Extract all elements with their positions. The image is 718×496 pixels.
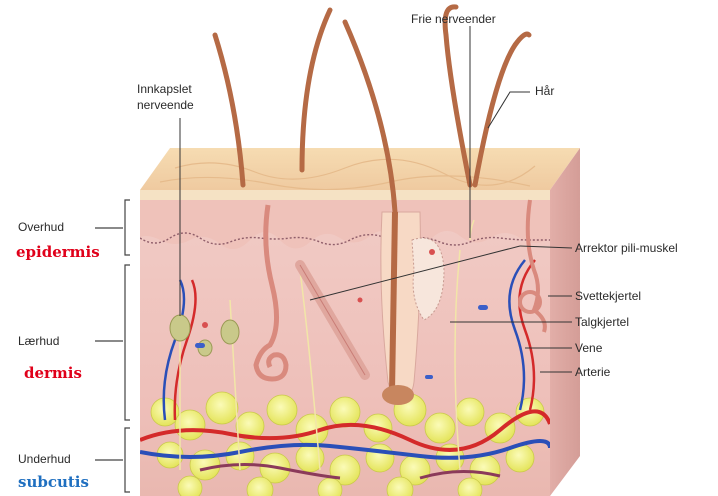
label-sebaceous-gland: Talgkjertel — [575, 315, 629, 329]
skin-surface — [140, 148, 580, 190]
layer-brackets — [95, 200, 130, 492]
label-epidermis: epidermis — [16, 243, 100, 261]
label-laerhud: Lærhud — [18, 334, 59, 348]
label-arrector-pili: Arrektor pili-muskel — [575, 241, 678, 255]
label-dermis: dermis — [24, 364, 82, 382]
label-encapsulated-nerve-ending-line1: Innkapslet — [137, 82, 192, 96]
label-overhud: Overhud — [18, 220, 64, 234]
label-encapsulated-nerve-ending-line2: nerveende — [137, 98, 194, 112]
label-hair: Hår — [535, 84, 554, 98]
label-artery: Arterie — [575, 365, 610, 379]
label-vein: Vene — [575, 341, 602, 355]
label-sweat-gland: Svettekjertel — [575, 289, 641, 303]
label-underhud: Underhud — [18, 452, 71, 466]
label-free-nerve-endings: Frie nerveender — [411, 12, 496, 26]
label-subcutis: subcutis — [18, 473, 89, 491]
